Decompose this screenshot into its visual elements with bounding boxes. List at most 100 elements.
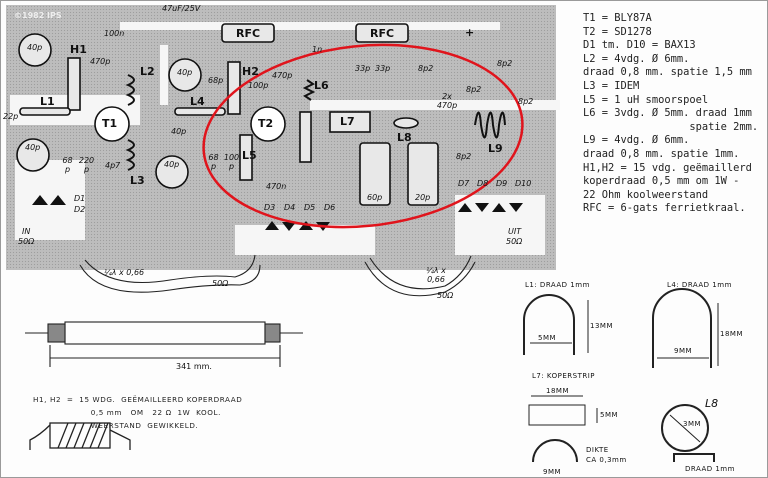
label-l1: L1 [40,95,55,108]
label-trimmer-2: 40p [177,68,193,77]
label-l5: L5 [242,149,257,162]
label-d10: D10 [515,179,532,188]
label-uit: UIT [508,227,522,236]
h1-choke [67,57,81,111]
resistor [299,111,312,163]
l3-coil [125,139,135,171]
l4-height: 18MM [720,330,743,338]
l8-wire: DRAAD 1mm [685,465,735,473]
label-trimmer-3: 40p [25,143,41,152]
label-c-2x470p: 2x 470p [436,92,458,110]
label-d9: D9 [496,179,508,188]
coax-cables [25,254,476,367]
l7-height: 5MM [600,411,619,419]
l7-width: 9MM [543,468,562,476]
label-d4: D4 [284,203,296,212]
label-c-68p-a: 68 p [62,156,73,174]
label-c-40p: 40p [171,127,187,136]
spec-line: RFC = 6-gats ferrietkraal. [583,202,746,215]
spec-line: spatie 2mm. [583,120,759,133]
label-coax2-impedance: 50Ω [437,291,454,300]
label-d5: D5 [304,203,316,212]
label-coax-total-length: 341 mm. [176,362,212,371]
label-c-8p2-d: 8p2 [497,59,513,68]
l1-height: 13MM [590,322,613,330]
spec-line: koperdraad 0,5 mm om 1W - [583,175,740,188]
copper-tracks [10,22,560,255]
label-in-impedance: 50Ω [18,237,35,246]
label-l7: L7 [340,115,355,128]
label-rfc-2: RFC [370,27,395,40]
spec-line: T2 = SD1278 [583,25,652,38]
l4-width: 9MM [674,347,693,355]
l4-coil [174,107,226,116]
spec-line: L2 = 4vdg. Ø 6mm. [583,52,690,65]
label-c-4p7: 4p7 [105,161,121,170]
label-t2: T2 [258,117,274,130]
label-trimmer-60p: 60p [367,193,383,202]
label-trimmer-1: 40p [27,43,43,52]
label-c-8p2-c: 8p2 [456,152,472,161]
note-line: 0,5 mm OM 22 Ω 1W KOOL. [33,408,222,417]
label-c-100p-b: 100 p [223,153,240,171]
spec-line: draad 0,8 mm. spatie 1,5 mm [583,66,752,79]
l1-title: L1: DRAAD 1mm [525,281,590,289]
l9-coil [474,111,506,139]
spec-line: draad 0,8 mm. spatie 1mm. [583,147,740,160]
label-c-8p2-a: 8p2 [418,64,434,73]
label-c-47uf: 47uF/25V [162,4,201,13]
component-list: T1 = BLY87A T2 = SD1278 D1 tm. D10 = BAX… [583,12,758,216]
label-d8: D8 [477,179,489,188]
label-in: IN [22,227,31,236]
note-line: WEERSTAND GEWIKKELD. [33,421,199,430]
label-rfc-1: RFC [236,27,261,40]
label-c-1n: 1n [312,45,323,54]
trimmer-20p [407,142,439,206]
label-c-470p-b: 470p [272,71,293,80]
l7-strip-drawing [528,404,586,426]
label-h1: H1 [70,43,87,56]
label-c-470n: 470n [266,182,287,191]
label-coax2-length: ¼λ x 0,66 [426,266,446,284]
rfc-1 [221,23,275,43]
l6-coil [302,79,316,101]
label-uit-impedance: 50Ω [506,237,523,246]
spec-line: D1 tm. D10 = BAX13 [583,39,696,52]
label-d6: D6 [324,203,336,212]
label-c-100p-a: 100p [248,81,269,90]
copyright: ©1982 IPS [14,11,62,20]
spec-line: L5 = 1 uH smoorspoel [583,93,709,106]
spec-line: 22 Ohm koolweerstand [583,188,709,201]
label-c-100n: 100n [104,29,125,38]
l8-drawing [661,404,709,452]
label-l2: L2 [140,65,155,78]
label-l6: L6 [314,79,329,92]
l1-coil [19,107,71,116]
trimmer-60p [359,142,391,206]
label-c-33p-a: 33p [355,64,371,73]
label-l4: L4 [190,95,205,108]
label-plus: + [465,26,475,39]
l7-strip [329,111,371,133]
l7-thickness-2: CA 0,3mm [586,456,627,464]
trimmer-2 [168,58,202,92]
spec-line: L9 = 4vdg. Ø 6mm. [583,134,690,147]
label-d7: D7 [458,179,470,188]
h-choke-sketch [29,422,131,450]
label-coax1-length: ¼λ x 0,66 [104,268,145,277]
l1-drawing [523,294,575,355]
l8-loop [393,117,419,129]
coil-drawings [523,288,715,463]
label-d3: D3 [264,203,276,212]
trimmer-3 [16,138,50,172]
l7-length: 18MM [546,387,569,395]
spec-line: T1 = BLY87A [583,12,652,24]
label-d1: D1 [74,194,86,203]
spec-line: L6 = 3vdg. Ø 5mm. draad 1mm [583,107,752,120]
l7-thickness-1: DIKTE [586,446,609,454]
trimmer-4 [155,155,189,189]
label-l3: L3 [130,174,145,187]
t2-transistor [250,106,286,142]
label-d2: D2 [74,205,86,214]
